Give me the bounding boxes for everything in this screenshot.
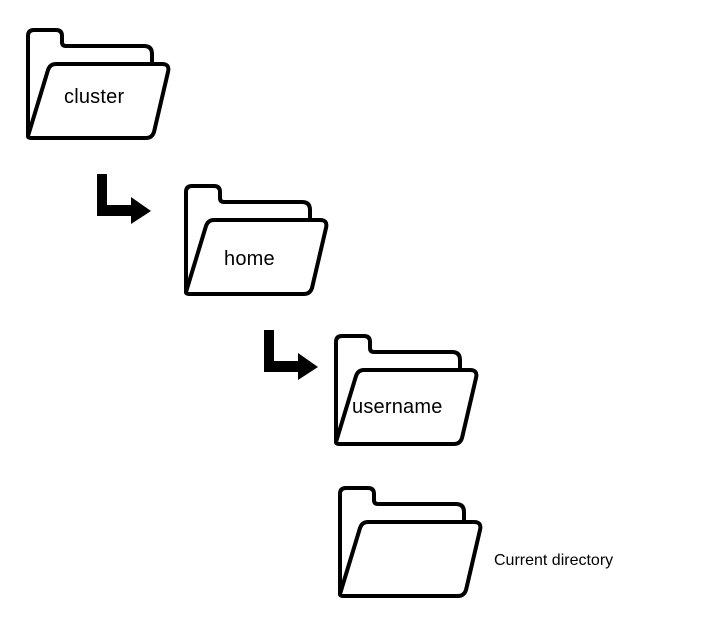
folder-username: username [334, 334, 480, 450]
folder-label-home: home [224, 248, 275, 270]
open-folder-icon [334, 334, 479, 446]
open-folder-icon [26, 28, 171, 140]
current-directory-caption: Current directory [494, 552, 614, 569]
folder-label-username: username [352, 396, 443, 418]
folder-label-cluster: cluster [64, 86, 125, 108]
open-folder-icon [184, 184, 329, 296]
folder-cluster: cluster [26, 28, 172, 144]
folder-current-directory [338, 486, 484, 602]
folder-home: home [184, 184, 330, 300]
down-right-arrow-icon [97, 174, 151, 224]
open-folder-icon [338, 486, 483, 598]
down-right-arrow-icon [264, 330, 318, 380]
